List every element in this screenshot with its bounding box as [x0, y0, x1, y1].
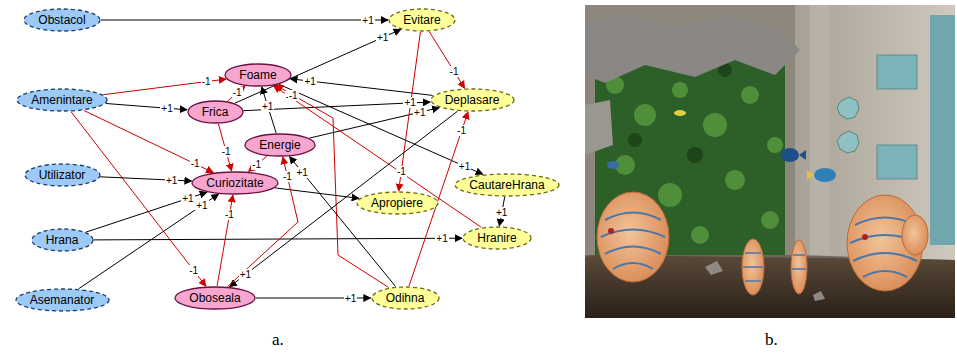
weight-label: -1	[282, 171, 293, 182]
node-label: Amenintare	[31, 93, 92, 107]
weight-label: -1	[188, 265, 199, 276]
weight-label: -1	[224, 209, 235, 220]
node-label: Deplasare	[445, 93, 500, 107]
weight-label: -1	[288, 90, 299, 101]
weight-label: +1	[295, 167, 308, 178]
state-ellipse: Oboseala	[174, 286, 256, 310]
inhibit-connector	[228, 86, 246, 101]
node-label: Frica	[202, 105, 229, 119]
action-ellipse: Apropiere	[356, 191, 439, 215]
input-ellipse: Amenintare	[16, 88, 108, 112]
panel-label: a.	[272, 330, 284, 350]
weight-label: +1	[165, 175, 178, 186]
node-label: Asemanator	[30, 293, 95, 307]
state-ellipse: Frica	[187, 100, 244, 124]
action-ellipse: Deplasare	[430, 88, 515, 112]
node-label: Apropiere	[371, 196, 423, 210]
weight-label: +1	[261, 101, 274, 112]
weight-label: +1	[195, 200, 208, 211]
input-ellipse: Asemanator	[15, 288, 110, 312]
weight-label: +1	[160, 103, 173, 114]
excite-connector	[101, 20, 388, 21]
input-ellipse: Obstacol	[23, 8, 101, 32]
weight-label: -1	[201, 76, 212, 87]
weight-label: +1	[413, 107, 426, 118]
weight-label: +1	[344, 293, 357, 304]
weight-label: +1	[376, 32, 389, 43]
weight-label: -1	[396, 166, 407, 177]
panel-label: b.	[765, 330, 778, 350]
action-ellipse: CautareHrana	[454, 173, 560, 197]
inhibit-connector	[84, 111, 213, 173]
input-ellipse: Utilizator	[24, 163, 101, 187]
node-label: Odihna	[386, 291, 425, 305]
excite-connector	[262, 87, 277, 133]
weight-label: -1	[251, 159, 262, 170]
aquarium-illustration	[585, 5, 955, 318]
node-label: Oboseala	[189, 291, 240, 305]
node-label: Energie	[259, 138, 300, 152]
state-ellipse: Curiozitate	[191, 171, 279, 195]
weight-label: -1	[190, 158, 201, 169]
action-ellipse: Evitare	[388, 8, 456, 32]
state-ellipse: Foame	[224, 63, 292, 87]
excite-connector	[230, 111, 458, 286]
inhibit-connector	[249, 156, 267, 171]
action-ellipse: Odihna	[371, 286, 440, 310]
node-label: Foame	[239, 68, 276, 82]
inhibit-connector	[218, 124, 231, 171]
weight-label: +1	[239, 269, 252, 280]
node-label: Hranire	[477, 231, 516, 245]
node-label: Obstacol	[38, 13, 85, 27]
node-label: Evitare	[403, 13, 440, 27]
excite-connector	[86, 192, 207, 232]
state-ellipse: Energie	[244, 133, 316, 157]
weight-label: +1	[435, 233, 448, 244]
weight-label: +1	[181, 193, 194, 204]
weight-label: -1	[456, 125, 467, 136]
excite-connector	[290, 157, 396, 287]
node-label: CautareHrana	[469, 178, 544, 192]
weight-label: -1	[232, 87, 243, 98]
excite-connector	[94, 238, 463, 240]
action-ellipse: Hranire	[462, 226, 532, 250]
weight-label: -1	[221, 146, 232, 157]
excite-connector	[106, 104, 187, 110]
node-label: Curiozitate	[206, 176, 263, 190]
node-label: Utilizator	[39, 168, 86, 182]
weight-label: +1	[495, 207, 508, 218]
weight-label: +1	[361, 15, 374, 26]
excite-connector	[79, 194, 219, 289]
weight-label: +1	[303, 76, 316, 87]
inhibit-connector	[71, 112, 206, 286]
node-label: Hrana	[46, 233, 79, 247]
input-ellipse: Hrana	[31, 228, 94, 252]
weight-label: +1	[458, 161, 471, 172]
inhibit-connector	[429, 32, 464, 88]
weight-label: -1	[449, 66, 460, 77]
